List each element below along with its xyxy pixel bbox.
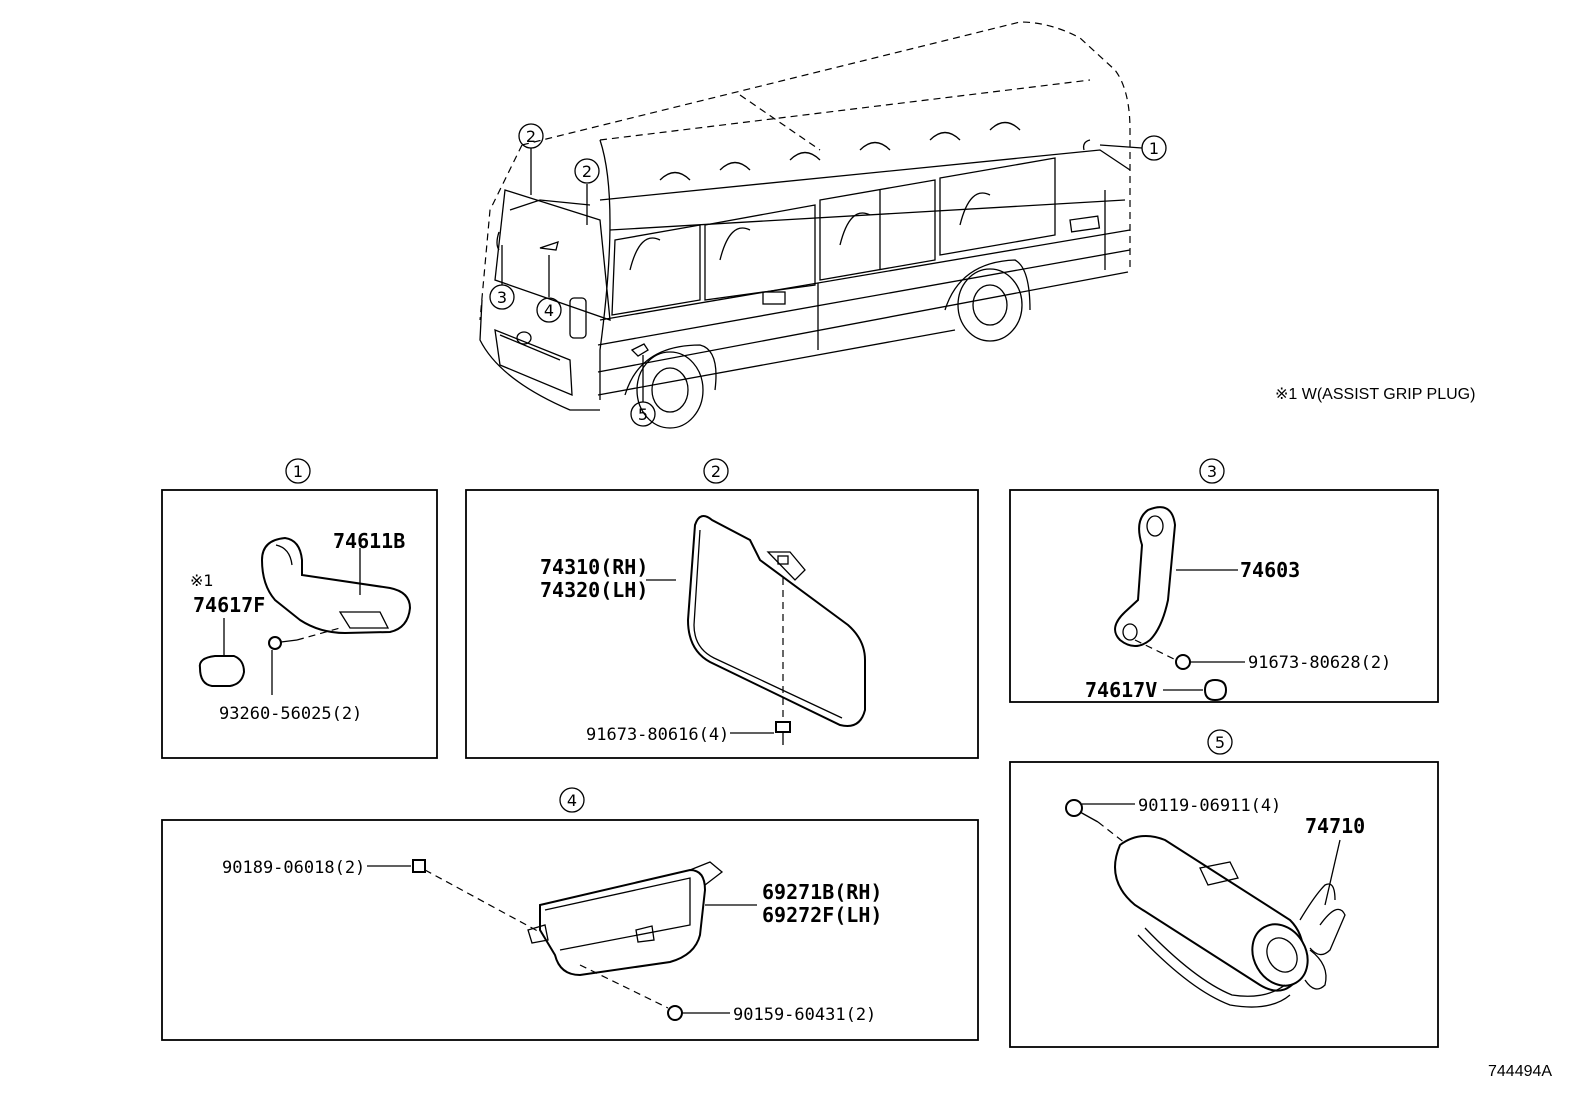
part-number-91673-80616: 91673-80616(4) xyxy=(586,725,729,745)
part-number-93260-56025: 93260-56025(2) xyxy=(219,704,362,724)
panel-5-number: 5 xyxy=(1215,733,1225,752)
assist-grip-74603 xyxy=(1114,506,1177,647)
panel-2: 2 74310(RH) 74320(LH) 91673-80616(4) xyxy=(465,458,979,759)
panel-3: 3 74603 91673-80628(2) 74617V xyxy=(1009,458,1439,703)
grip-plug-74617F xyxy=(198,655,246,687)
panel-1: 1 74611B ※1 74617F 93260-56025(2) xyxy=(161,458,438,759)
part-number-74617V: 74617V xyxy=(1085,678,1157,702)
callout-number: 1 xyxy=(1149,139,1159,158)
nut-90189-06018 xyxy=(412,859,426,873)
part-number-74310RH: 74310(RH) xyxy=(540,555,648,579)
cup-holder xyxy=(539,868,707,977)
part-number-91673-80628: 91673-80628(2) xyxy=(1248,653,1391,673)
panel-4: 4 90189-06018(2) 69271B(RH) 69272F(LH) 9… xyxy=(161,787,979,1041)
note-mark: ※1 xyxy=(190,571,214,590)
part-number-90189-06018: 90189-06018(2) xyxy=(222,858,365,878)
bus-illustration xyxy=(479,21,1143,429)
bus-callout-2a: 2 xyxy=(518,123,544,149)
panel-5: 5 90119-06911(4) 74710 xyxy=(1009,729,1439,1048)
part-number-74617F: 74617F xyxy=(193,593,265,617)
screw-91673-80616 xyxy=(775,721,791,733)
screw-93260-56025 xyxy=(268,636,282,650)
assist-grip-plug-note: ※1 W(ASSIST GRIP PLUG) xyxy=(1275,386,1475,403)
assist-grip-74611B xyxy=(260,536,412,635)
bus-callout-5: 5 xyxy=(630,401,656,427)
callout-number: 3 xyxy=(497,288,507,307)
part-number-90159-60431: 90159-60431(2) xyxy=(733,1005,876,1025)
panel-3-number: 3 xyxy=(1207,462,1217,481)
panel-2-number: 2 xyxy=(711,462,721,481)
panel-1-number: 1 xyxy=(293,462,303,481)
callout-number: 2 xyxy=(526,127,536,146)
bus-callout-4: 4 xyxy=(536,297,562,323)
part-number-69271B-RH: 69271B(RH) xyxy=(762,880,882,904)
diagram-id: 744494A xyxy=(1488,1063,1552,1080)
bus-callout-2b: 2 xyxy=(574,158,600,184)
part-number-69272F-LH: 69272F(LH) xyxy=(762,903,882,927)
callout-number: 2 xyxy=(582,162,592,181)
part-number-74603: 74603 xyxy=(1240,558,1300,582)
callout-number: 5 xyxy=(638,405,648,424)
part-number-90119-06911: 90119-06911(4) xyxy=(1138,796,1281,816)
bolt-90119-06911 xyxy=(1065,799,1083,817)
panel-4-number: 4 xyxy=(567,791,577,810)
screw-90159-60431 xyxy=(667,1005,683,1021)
bus-callout-3: 3 xyxy=(489,284,515,310)
bus-callout-1: 1 xyxy=(1141,135,1167,161)
part-number-74611B: 74611B xyxy=(333,529,405,553)
part-number-74710: 74710 xyxy=(1305,814,1365,838)
callout-number: 4 xyxy=(544,301,554,320)
screw-91673-80628 xyxy=(1175,654,1191,670)
grip-plug-74617V xyxy=(1203,678,1228,702)
sun-visor xyxy=(686,515,866,727)
part-number-74320LH: 74320(LH) xyxy=(540,578,648,602)
